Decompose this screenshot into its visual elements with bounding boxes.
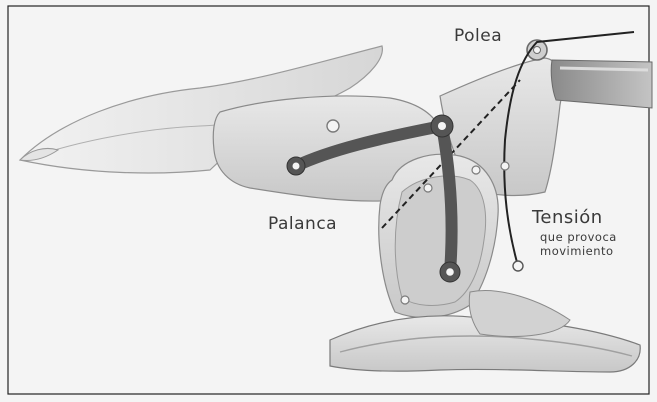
label-tension-line1: que provoca: [540, 230, 617, 244]
finger-pivot: [327, 120, 339, 132]
palm-cuff: [469, 291, 570, 337]
screw-3: [501, 162, 509, 170]
label-polea: Polea: [454, 26, 502, 46]
cable-anchor: [513, 261, 523, 271]
screw-2: [472, 166, 480, 174]
label-tension-subtitle: que provoca movimiento: [540, 230, 617, 258]
handle-highlight: [560, 68, 648, 70]
label-tension-line2: movimiento: [540, 244, 617, 258]
pulley-hub: [534, 47, 541, 54]
label-tension: Tensión: [532, 207, 603, 228]
screw-4: [401, 296, 409, 304]
screw-1: [424, 184, 432, 192]
label-palanca: Palanca: [268, 214, 337, 234]
